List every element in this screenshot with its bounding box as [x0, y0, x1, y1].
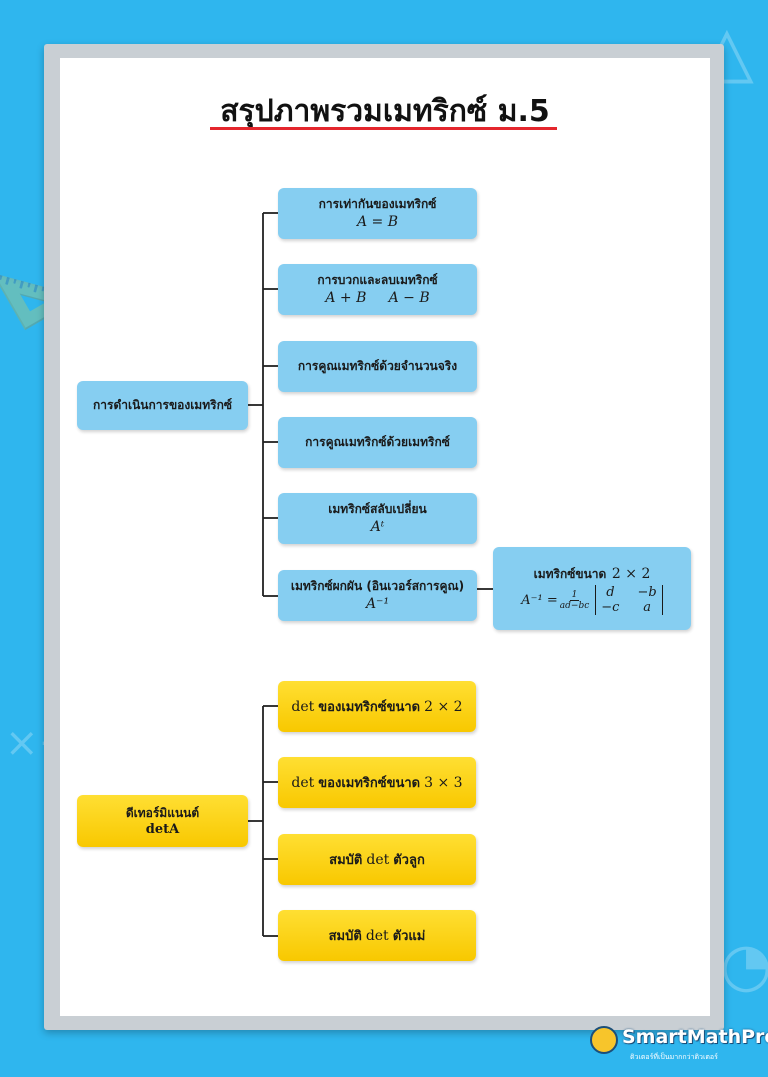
smartmathpro-logo: SmartMathPro ติวเตอร์ที่เป็นมากกว่าติวเต… [590, 1022, 768, 1070]
node-formula: detA [145, 822, 180, 837]
node-label: การคูณเมทริกซ์ด้วยจำนวนจริง [297, 359, 458, 373]
det-prefix: det [291, 774, 315, 791]
node-size: 2 × 2 [611, 566, 651, 582]
scalar-multiplication-node: การคูณเมทริกซ์ด้วยจำนวนจริง [278, 341, 477, 392]
node-formula: A + B A − B [325, 290, 430, 306]
addition-subtraction-node: การบวกและลบเมทริกซ์ A + B A − B [278, 264, 477, 315]
mascot-icon [590, 1026, 618, 1054]
node-label: เมทริกซ์ขนาด [533, 567, 607, 581]
det-text: det [366, 851, 390, 868]
det-2x2-node: det ของเมทริกซ์ขนาด 2 × 2 [278, 681, 476, 732]
node-size: 3 × 3 [424, 774, 463, 791]
node-suffix: ตัวลูก [393, 853, 425, 868]
node-label: เมทริกซ์สลับเปลี่ยน [328, 502, 427, 516]
title-underline [210, 127, 557, 130]
node-formula: A = B [356, 214, 399, 230]
logo-name: SmartMathPro [622, 1026, 768, 1048]
det-3x3-node: det ของเมทริกซ์ขนาด 3 × 3 [278, 757, 476, 808]
transpose-node: เมทริกซ์สลับเปลี่ยน Aᵗ [278, 493, 477, 544]
inverse-lhs: A⁻¹ = [521, 592, 558, 608]
node-label: ของเมทริกซ์ขนาด [318, 700, 421, 715]
circle-decoration: ◔ [720, 930, 768, 1000]
equality-node: การเท่ากันของเมทริกซ์ A = B [278, 188, 477, 239]
node-formula: A⁻¹ [365, 596, 390, 612]
node-label: ดีเทอร์มิแนนต์ [125, 806, 200, 820]
node-suffix: ตัวแม่ [392, 929, 426, 944]
node-formula: Aᵗ [370, 519, 385, 535]
node-label: การเท่ากันของเมทริกซ์ [318, 197, 437, 211]
matrix-multiplication-node: การคูณเมทริกซ์ด้วยเมทริกซ์ [278, 417, 477, 468]
node-label: การบวกและลบเมทริกซ์ [317, 273, 438, 287]
inverse-2x2-node: เมทริกซ์ขนาด 2 × 2 A⁻¹ = 1 ad−bc d −b −c… [493, 547, 691, 630]
node-label: เมทริกซ์ผกผัน (อินเวอร์สการคูณ) [290, 579, 465, 593]
operations-root-node: การดำเนินการของเมทริกซ์ [77, 381, 248, 430]
determinant-root-node: ดีเทอร์มิแนนต์ detA [77, 795, 248, 847]
node-label: สมบัติ [329, 853, 363, 868]
det-property-parent-node: สมบัติ det ตัวแม่ [278, 910, 476, 961]
det-text: det [365, 927, 389, 944]
node-label: ของเมทริกซ์ขนาด [318, 776, 421, 791]
inverse-node: เมทริกซ์ผกผัน (อินเวอร์สการคูณ) A⁻¹ [278, 570, 477, 621]
node-size: 2 × 2 [424, 698, 463, 715]
det-property-child-node: สมบัติ det ตัวลูก [278, 834, 476, 885]
operations-root-label: การดำเนินการของเมทริกซ์ [93, 398, 232, 412]
node-label: การคูณเมทริกซ์ด้วยเมทริกซ์ [305, 435, 450, 449]
node-label: สมบัติ [328, 929, 362, 944]
logo-tagline: ติวเตอร์ที่เป็นมากกว่าติวเตอร์ [630, 1053, 718, 1061]
inverse-matrix: d −b −c a [595, 585, 663, 615]
det-prefix: det [291, 698, 315, 715]
page-title: สรุปภาพรวมเมทริกซ์ ม.5 [220, 94, 550, 129]
inverse-fraction: 1 ad−bc [559, 589, 590, 611]
